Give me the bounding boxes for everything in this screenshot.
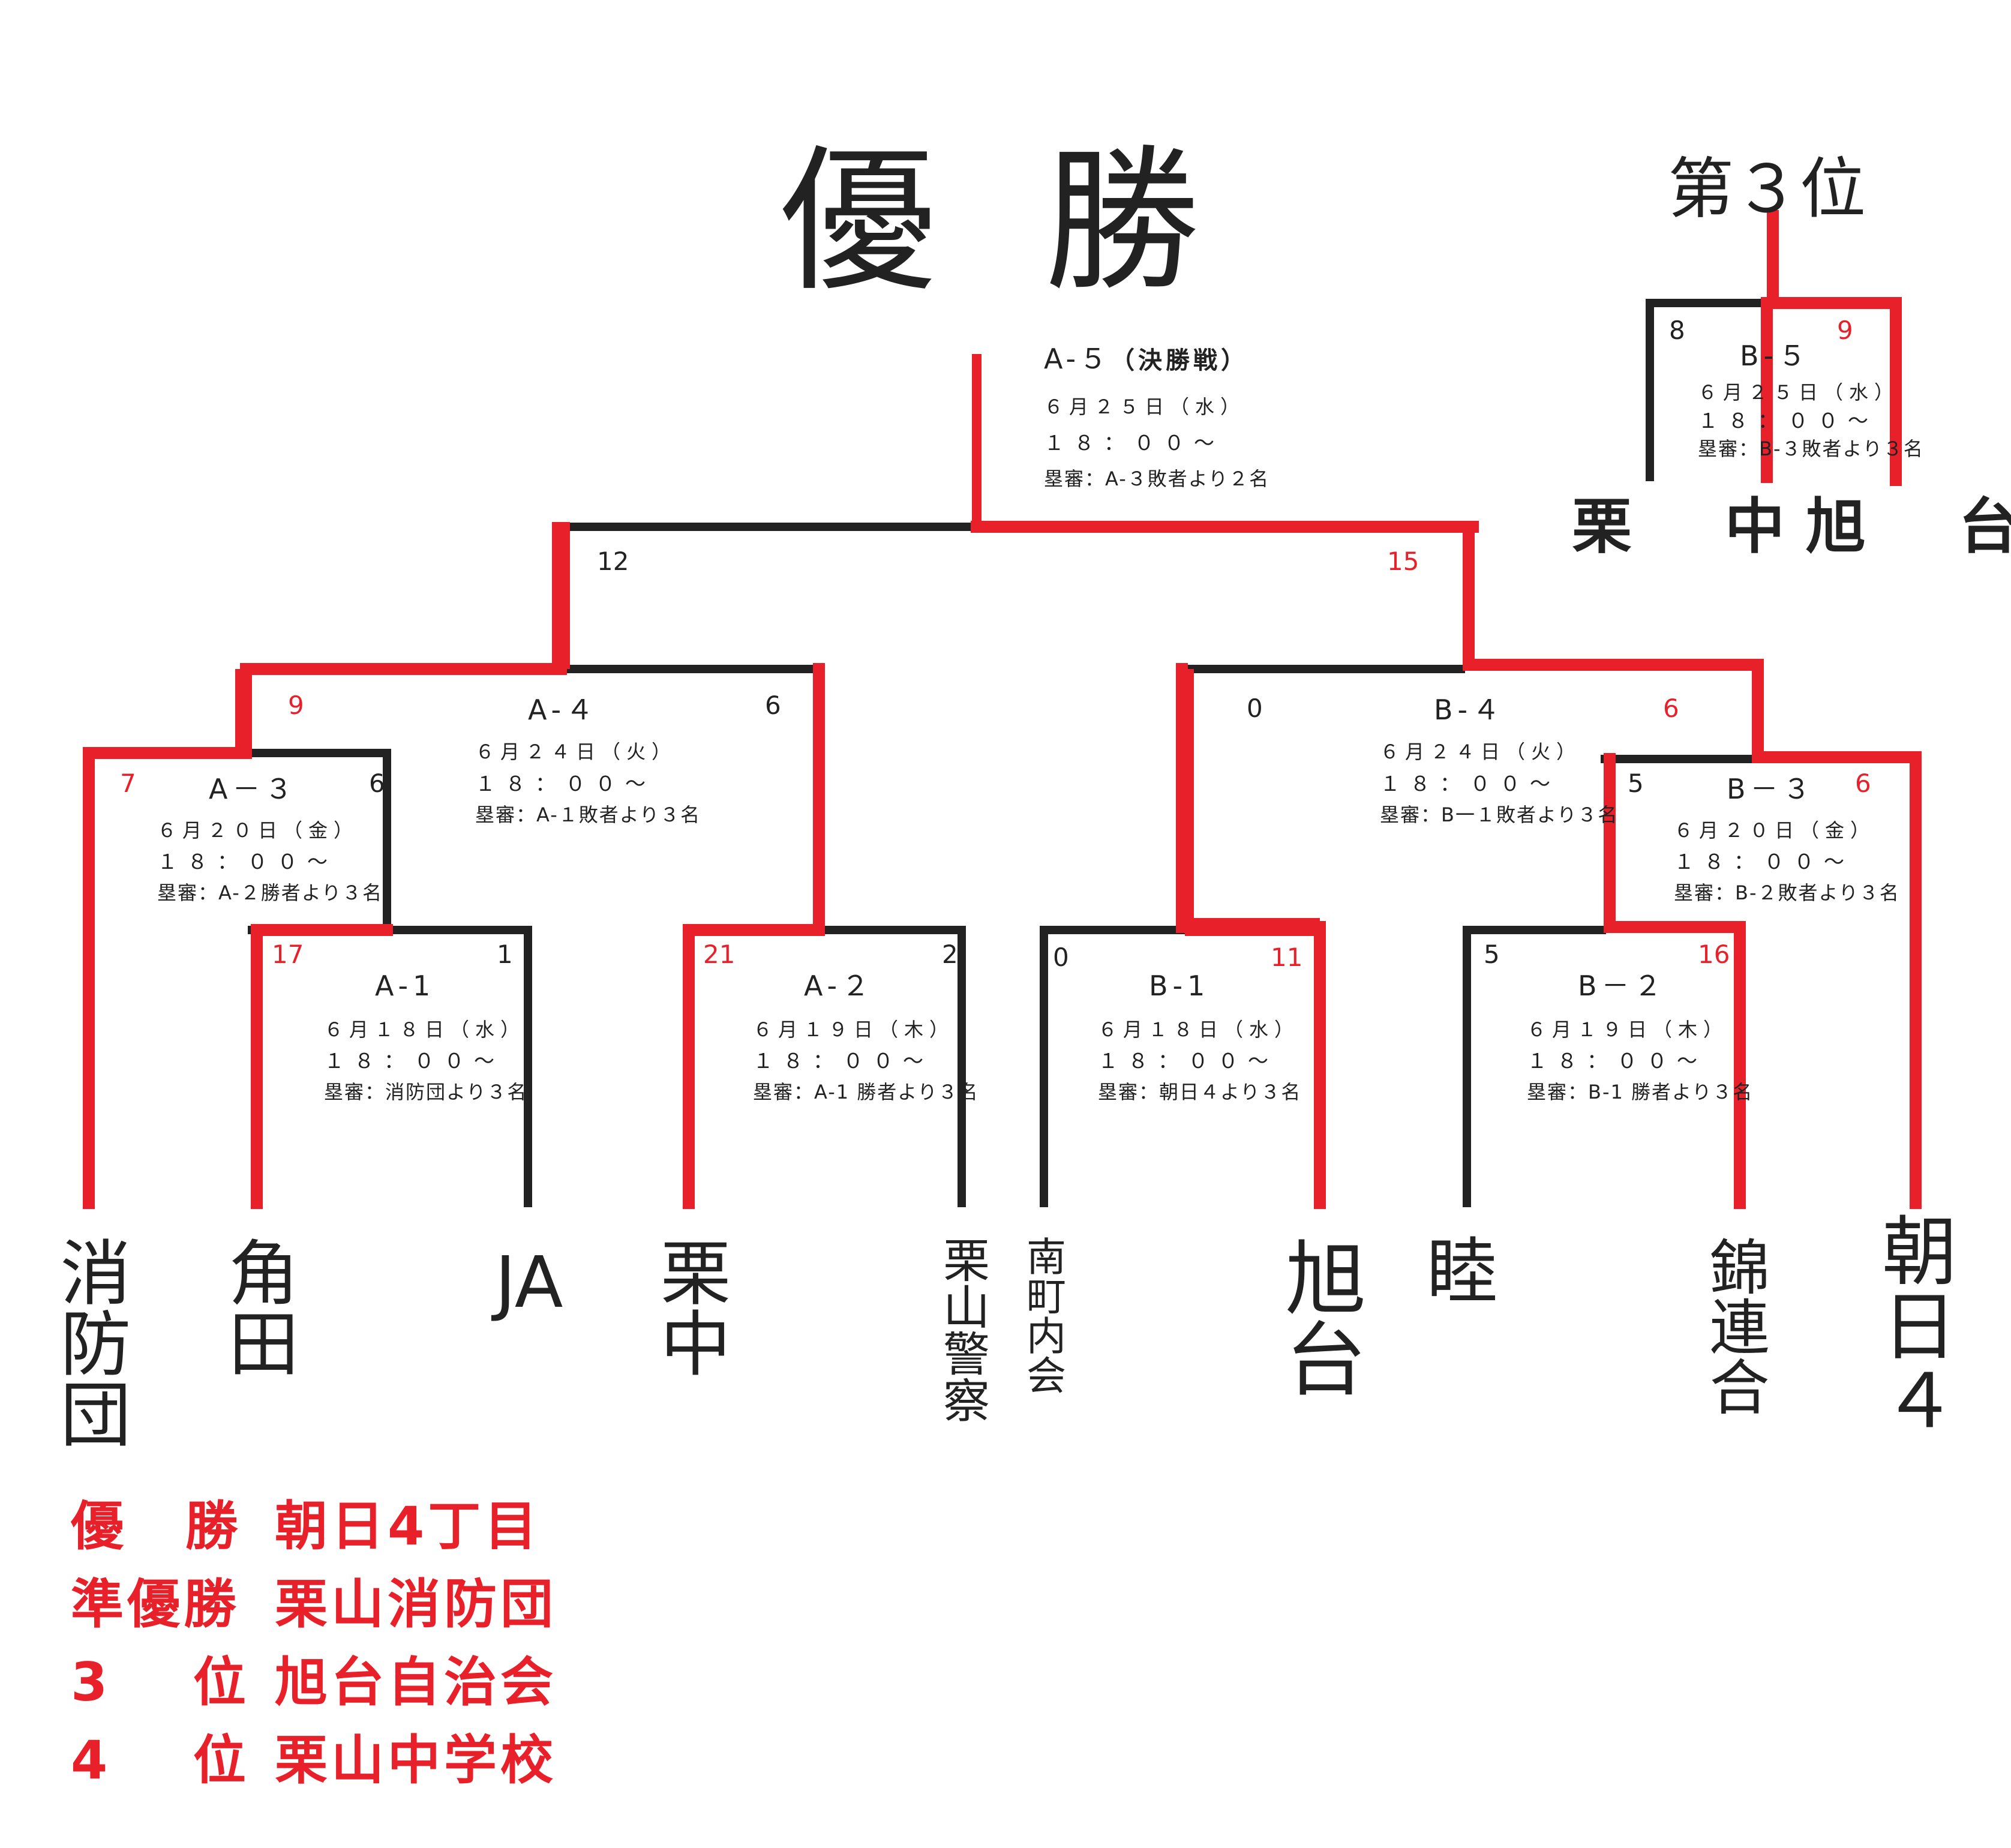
- b2-id: B－２: [1578, 970, 1667, 1002]
- result-row: 3 位旭台自治会: [71, 1656, 557, 1709]
- final-date: ６月２５日（水）: [1044, 395, 1246, 418]
- team-kuriyama-police: 栗山警察: [935, 1236, 989, 1423]
- a1-time: １８：００～: [324, 1049, 504, 1073]
- a2-id: A-２: [804, 970, 875, 1002]
- result-row: 準優勝栗山消防団: [71, 1578, 557, 1631]
- a4-time: １８：００～: [475, 772, 655, 796]
- line-third-left: [1646, 299, 1771, 481]
- b3-left-score: 5: [1628, 769, 1644, 798]
- team-mutsumi: 睦: [1427, 1230, 1498, 1313]
- third-match-date: ６月２５日（水）: [1698, 381, 1900, 404]
- b4-date: ６月２４日（火）: [1380, 740, 1582, 763]
- a4-id: A-４: [528, 694, 599, 726]
- final-id: A-５（決勝戦）: [1044, 343, 1249, 375]
- third-left-team: 栗 中: [1572, 491, 1821, 562]
- a3-time: １８：００～: [157, 850, 337, 874]
- final-right-score: 15: [1387, 547, 1419, 576]
- line-b2-left: [1463, 926, 1606, 1207]
- a2-umpire: 塁審：A-1 勝者より３名: [753, 1081, 979, 1103]
- b1-right-score: 11: [1271, 943, 1303, 972]
- b3-time: １８：００～: [1674, 850, 1854, 874]
- a1-umpire: 塁審：消防団より３名: [324, 1081, 528, 1103]
- team-minamimachi: 南町内会: [1020, 1236, 1066, 1394]
- b1-time: １８：００～: [1098, 1049, 1278, 1073]
- result-rank: 4 位: [71, 1729, 250, 1791]
- b2-date: ６月１９日（木）: [1527, 1018, 1729, 1041]
- b3-right-score: 6: [1855, 769, 1871, 798]
- line-b1-left: [1040, 926, 1189, 1207]
- third-match-umpire: 塁審：B-３敗者より３名: [1698, 437, 1924, 460]
- final-id-suffix: （決勝戦）: [1110, 347, 1249, 374]
- b4-id: B-４: [1434, 694, 1505, 726]
- b4-umpire: 塁審：B一１敗者より３名: [1380, 803, 1619, 826]
- b1-date: ６月１８日（水）: [1098, 1018, 1300, 1041]
- a1-right-score: 1: [497, 940, 513, 969]
- b1-umpire: 塁審：朝日４より３名: [1098, 1081, 1302, 1103]
- a3-id: A－３: [209, 773, 298, 805]
- a3-right-score: 6: [369, 769, 385, 798]
- a4-umpire: 塁審：A-１敗者より３名: [475, 803, 701, 826]
- final-time: １８：００～: [1044, 431, 1224, 455]
- result-rank: 優 勝: [71, 1495, 242, 1557]
- line-kurichu: [683, 663, 825, 1209]
- result-team: 旭台自治会: [275, 1651, 557, 1713]
- b3-umpire: 塁審：B-２敗者より３名: [1674, 881, 1900, 904]
- third-match-id: B-５: [1740, 340, 1811, 372]
- final-left-score: 12: [597, 547, 629, 576]
- team-kinrengo: 錦連合: [1699, 1236, 1769, 1416]
- b3-id: B－３: [1727, 773, 1815, 805]
- line-a3-right: [242, 749, 391, 934]
- result-team: 栗山中学校: [275, 1729, 557, 1791]
- team-kakuda: 角田: [216, 1236, 299, 1378]
- line-shouboudan: [83, 663, 567, 1209]
- third-match-time: １８：００～: [1698, 409, 1878, 433]
- third-place-title: 第３位: [1668, 151, 1866, 227]
- b1-left-score: 0: [1053, 943, 1069, 972]
- a1-left-score: 17: [272, 940, 304, 969]
- a3-umpire: 塁審：A-２勝者より３名: [157, 881, 383, 904]
- a4-date: ６月２４日（火）: [475, 740, 677, 763]
- b4-left-score: 0: [1247, 694, 1263, 723]
- a1-date: ６月１８日（水）: [324, 1018, 526, 1041]
- a4-right-score: 6: [765, 691, 781, 720]
- b3-date: ６月２０日（金）: [1674, 819, 1876, 842]
- b4-right-score: 6: [1663, 694, 1679, 723]
- line-a2-right: [821, 926, 966, 1207]
- result-rank: 3 位: [71, 1651, 250, 1713]
- result-team: 朝日4丁目: [275, 1495, 541, 1557]
- third-right-team: 旭 台: [1806, 491, 2011, 562]
- b2-left-score: 5: [1484, 940, 1500, 969]
- team-asahi4: 朝日４: [1869, 1212, 1956, 1437]
- a2-right-score: 2: [942, 940, 958, 969]
- a2-date: ６月１９日（木）: [753, 1018, 955, 1041]
- a2-time: １８：００～: [753, 1049, 933, 1073]
- b2-time: １８：００～: [1527, 1049, 1707, 1073]
- line-third-top: [1761, 297, 1902, 486]
- team-ja: JA: [495, 1241, 563, 1324]
- third-left-score: 8: [1669, 316, 1685, 345]
- team-kurichu: 栗中: [648, 1236, 731, 1378]
- third-right-score: 9: [1837, 316, 1853, 345]
- result-rank: 準優勝: [71, 1573, 241, 1635]
- result-team: 栗山消防団: [275, 1573, 557, 1635]
- team-asahidai: 旭台: [1271, 1236, 1365, 1398]
- line-kakuda: [251, 924, 393, 1209]
- line-kinrengo: [1604, 753, 1746, 1209]
- page-title: 優勝: [780, 131, 1308, 313]
- team-shouboudan: 消防団: [48, 1236, 131, 1448]
- a4-left-score: 9: [288, 691, 304, 720]
- b2-right-score: 16: [1698, 940, 1730, 969]
- a2-left-score: 21: [703, 940, 736, 969]
- b4-time: １８：００～: [1380, 772, 1560, 796]
- b2-umpire: 塁審：B-1 勝者より３名: [1527, 1081, 1754, 1103]
- a1-id: A-1: [375, 970, 436, 1002]
- final-umpire: 塁審：A-３敗者より２名: [1044, 467, 1270, 490]
- b1-id: B-1: [1149, 970, 1210, 1002]
- a3-date: ６月２０日（金）: [157, 819, 359, 842]
- result-row: 4 位栗山中学校: [71, 1734, 557, 1787]
- result-row: 優 勝朝日4丁目: [71, 1500, 541, 1553]
- a3-left-score: 7: [120, 769, 136, 798]
